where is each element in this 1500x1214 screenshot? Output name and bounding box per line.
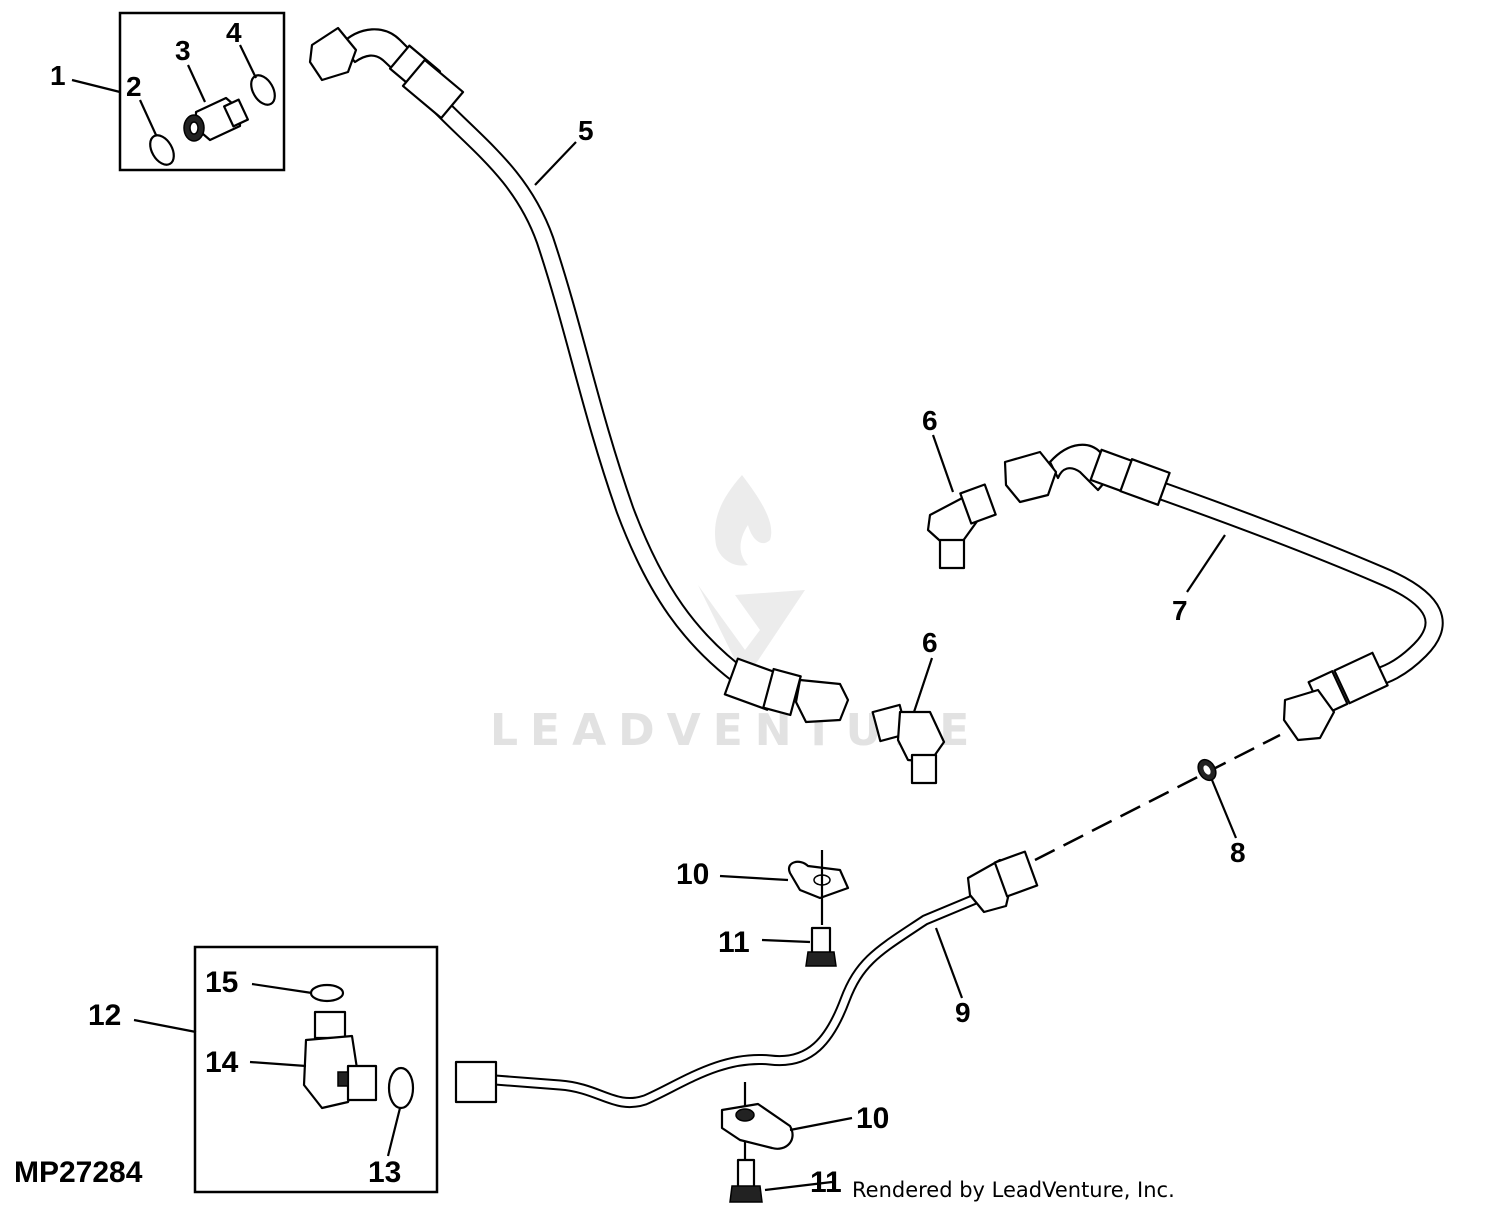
callout-8: 8 — [1230, 837, 1246, 868]
callout-12: 12 — [88, 999, 121, 1032]
callout-10-upper: 10 — [676, 858, 709, 891]
callout-4: 4 — [226, 17, 242, 48]
callout-3: 3 — [175, 35, 191, 66]
kit-box-12 — [193, 945, 439, 1194]
callout-15: 15 — [205, 966, 238, 999]
o-ring-2 — [149, 134, 175, 166]
clamp-10-upper — [787, 850, 850, 925]
bolt-11-lower — [729, 1158, 763, 1203]
callout-6-upper: 6 — [922, 405, 938, 436]
callout-10-lower: 10 — [856, 1102, 889, 1135]
leader-lines — [71, 44, 1238, 1192]
elbow-fitting-14 — [302, 1010, 378, 1110]
callout-14: 14 — [205, 1046, 239, 1079]
o-ring-13 — [387, 1066, 415, 1110]
callout-13: 13 — [368, 1156, 401, 1189]
callout-7: 7 — [1172, 595, 1188, 626]
callout-2: 2 — [126, 71, 142, 102]
tube-9 — [454, 850, 1039, 1109]
callout-11-upper: 11 — [718, 926, 750, 959]
elbow-6-upper — [926, 483, 997, 570]
callout-5: 5 — [578, 115, 594, 146]
v-logo-icon — [698, 585, 805, 680]
hose-5 — [308, 26, 850, 724]
o-ring-4 — [250, 74, 276, 106]
flame-logo-icon — [715, 475, 772, 566]
elbow-6-lower — [871, 703, 946, 785]
callout-9: 9 — [955, 997, 971, 1028]
render-credit: Rendered by LeadVenture, Inc. — [852, 1178, 1175, 1202]
o-ring-15 — [309, 983, 345, 1003]
centerline — [1034, 733, 1281, 862]
callout-6-lower: 6 — [922, 627, 938, 658]
callout-1: 1 — [50, 60, 66, 91]
clamp-10-lower — [720, 1082, 794, 1165]
bolt-11-upper — [805, 926, 837, 967]
callouts: 1 2 3 4 5 6 6 7 8 9 10 10 11 11 12 13 14… — [50, 17, 1246, 1199]
callout-11-lower: 11 — [810, 1166, 842, 1199]
fitting-3 — [183, 96, 249, 142]
hose-7 — [1003, 443, 1444, 742]
figure-id: MP27284 — [14, 1156, 143, 1189]
